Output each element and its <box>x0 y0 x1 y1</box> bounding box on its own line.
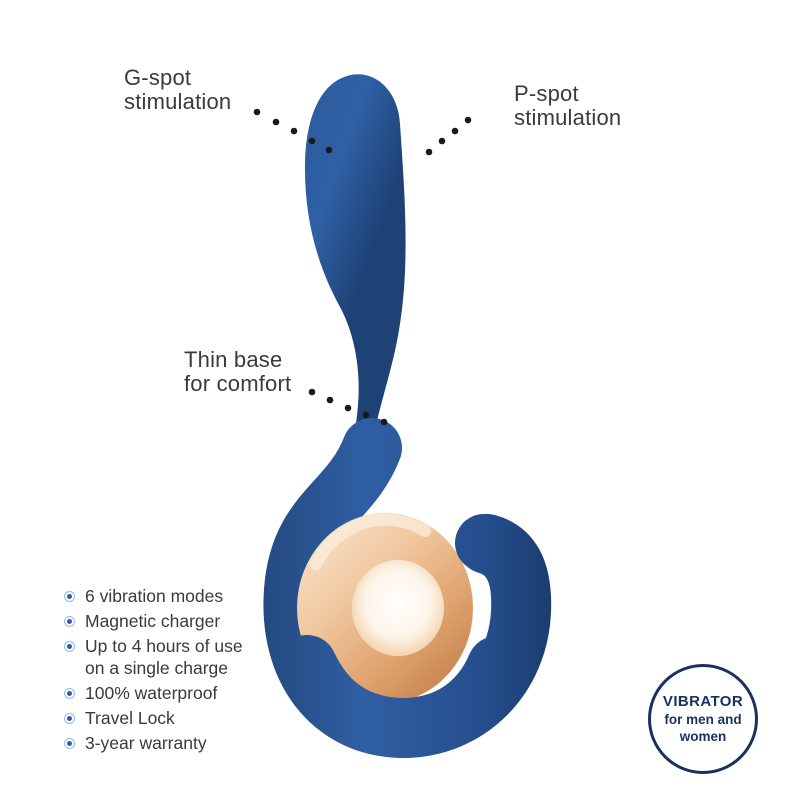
bullet-dot-icon <box>64 687 75 699</box>
feature-label: Magnetic charger <box>85 611 221 631</box>
feature-label: 3-year warranty <box>85 733 207 753</box>
feature-item: 6 vibration modes <box>64 586 243 606</box>
gold-ring <box>297 513 473 703</box>
callout-gspot-line2: stimulation <box>124 89 232 114</box>
feature-item: 100% waterproof <box>64 683 243 703</box>
badge-title: VIBRATOR <box>662 693 744 710</box>
feature-label: 100% waterproof <box>85 683 218 703</box>
bullet-dot-icon <box>64 737 75 749</box>
leader-dots-thinbase <box>308 388 388 426</box>
feature-item: Magnetic charger <box>64 611 243 631</box>
feature-label: 6 vibration modes <box>85 586 224 606</box>
feature-list: 6 vibration modes Magnetic charger Up to… <box>64 586 243 758</box>
product-tip <box>455 514 551 645</box>
leader-dots-pspot <box>425 116 472 156</box>
audience-badge: VIBRATOR for men and women <box>648 664 758 774</box>
callout-thinbase-line2: for comfort <box>184 371 292 396</box>
badge-line3: women <box>679 729 727 744</box>
product-body <box>304 74 406 492</box>
leader-dots-gspot <box>253 108 333 154</box>
feature-label-continued: on a single charge <box>85 658 229 678</box>
product-loop-front <box>277 635 527 759</box>
feature-item: Up to 4 hours of use <box>64 636 243 656</box>
callout-pspot-line1: P-spot <box>514 81 579 106</box>
badge-line2: for men and <box>664 712 742 727</box>
callout-gspot-line1: G-spot <box>124 65 192 90</box>
callout-pspot: P-spot stimulation <box>514 82 621 130</box>
feature-label: Travel Lock <box>85 708 175 728</box>
feature-label: Up to 4 hours of use <box>85 636 243 656</box>
callout-pspot-line2: stimulation <box>514 105 622 130</box>
feature-item: Travel Lock <box>64 708 243 728</box>
bullet-dot-icon <box>64 712 75 724</box>
callout-thinbase-line1: Thin base <box>184 347 283 372</box>
bullet-dot-icon <box>64 615 75 627</box>
bullet-dot-icon <box>64 590 75 602</box>
bullet-dot-icon <box>64 640 75 652</box>
gold-ring-hole <box>352 560 444 656</box>
callout-thinbase: Thin base for comfort <box>184 348 291 396</box>
callout-gspot: G-spot stimulation <box>124 66 231 114</box>
gold-ring-highlight <box>310 513 431 570</box>
feature-item: 3-year warranty <box>64 733 243 753</box>
